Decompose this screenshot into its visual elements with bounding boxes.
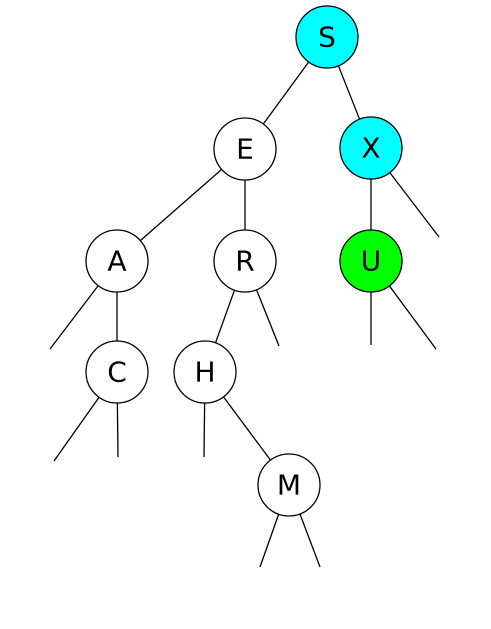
null-link-a-left <box>49 285 99 350</box>
edge-r-h <box>214 289 236 344</box>
edge-s-e <box>262 61 310 125</box>
tree-node-s: S <box>295 5 359 69</box>
node-label-s: S <box>318 21 336 54</box>
node-circle-c <box>85 340 149 404</box>
null-link-x-right <box>389 172 440 238</box>
tree-node-a: A <box>85 229 149 293</box>
tree-node-u: U <box>339 229 403 293</box>
null-link-m-left <box>259 514 280 568</box>
node-circle-r <box>213 229 277 293</box>
node-circle-a <box>85 229 149 293</box>
tree-node-x: X <box>339 116 403 180</box>
node-label-a: A <box>107 245 126 278</box>
tree-node-e: E <box>213 117 277 181</box>
node-circle-h <box>173 340 237 404</box>
edge-s-x <box>337 65 361 120</box>
node-circle-m <box>257 453 321 517</box>
tree-node-r: R <box>213 229 277 293</box>
edge-h-m <box>222 396 272 461</box>
node-label-e: E <box>236 133 254 166</box>
node-circle-x <box>339 116 403 180</box>
node-label-h: H <box>194 356 215 389</box>
node-circle-s <box>295 5 359 69</box>
edge-e-a <box>139 168 223 242</box>
node-label-u: U <box>361 245 382 278</box>
null-link-u-right <box>388 285 437 350</box>
null-link-c-right <box>116 402 119 458</box>
null-link-m-right <box>299 513 321 568</box>
tree-node-h: H <box>173 340 237 404</box>
null-link-h-left <box>203 402 206 458</box>
node-circle-e <box>213 117 277 181</box>
node-label-x: X <box>361 132 380 165</box>
node-label-r: R <box>235 245 254 278</box>
node-circle-u <box>339 229 403 293</box>
node-label-c: C <box>107 356 127 389</box>
tree-node-m: M <box>257 453 321 517</box>
nodes-layer: S E X A R U C H M <box>85 5 403 517</box>
tree-node-c: C <box>85 340 149 404</box>
node-label-m: M <box>277 469 301 502</box>
null-link-c-left <box>53 396 100 462</box>
edges-layer <box>49 61 440 568</box>
null-link-r-right <box>255 289 280 347</box>
